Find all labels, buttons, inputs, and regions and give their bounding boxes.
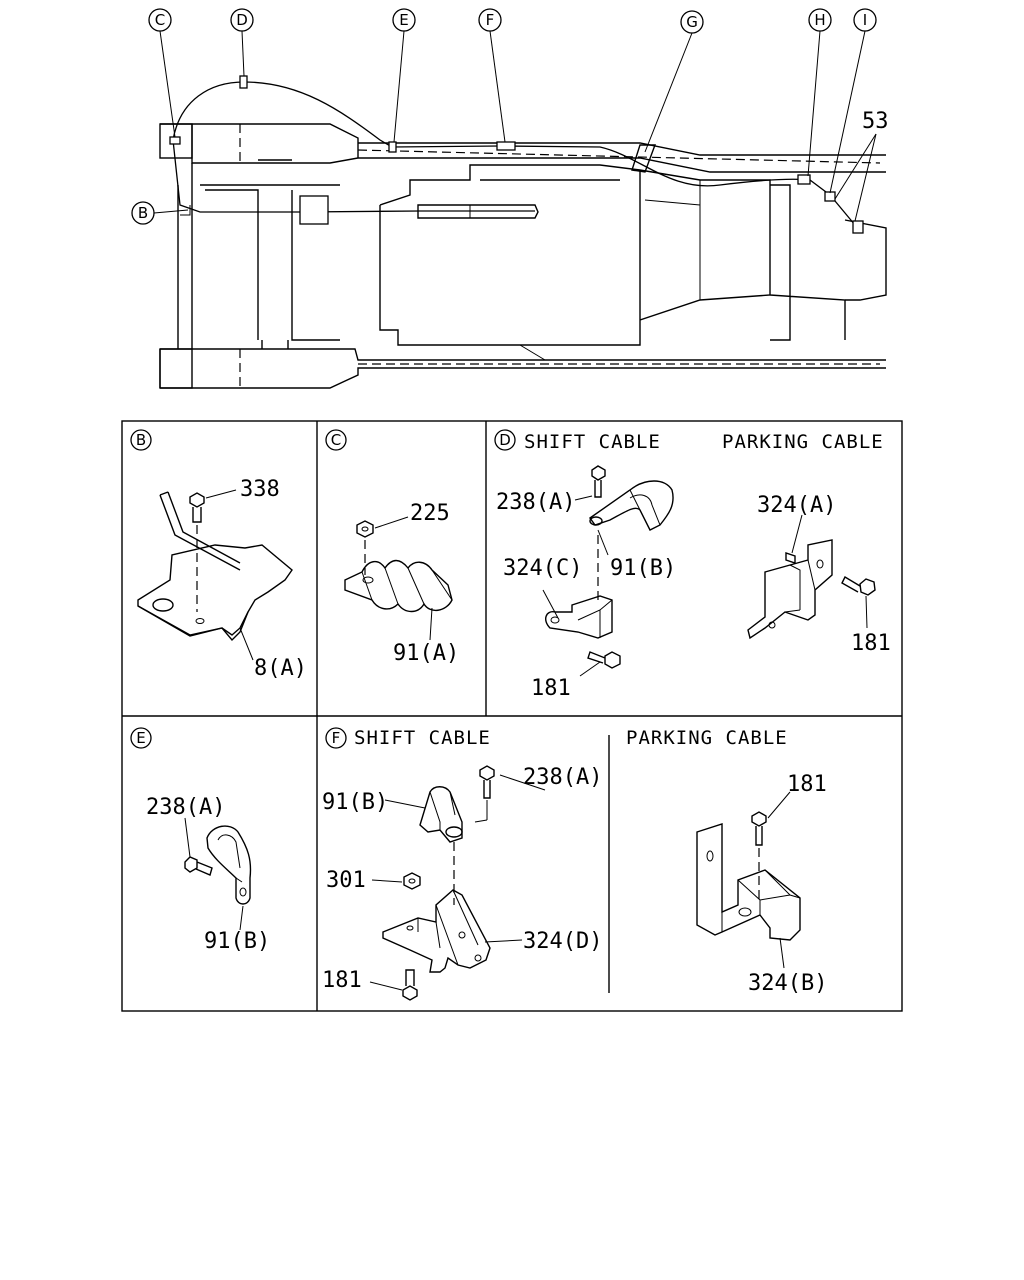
svg-text:C: C	[331, 431, 341, 449]
part-label-238A-D: 238(A)	[496, 490, 575, 515]
bracket-8A	[137, 544, 293, 636]
detail-grid	[121, 420, 903, 1012]
part-label-338: 338	[240, 477, 280, 502]
clamp-91B-E	[206, 825, 252, 905]
svg-text:H: H	[814, 11, 825, 29]
panel-F: F	[325, 727, 801, 1001]
svg-text:F: F	[486, 11, 495, 29]
clamp-91A	[344, 559, 453, 613]
part-label-91A: 91(A)	[393, 641, 459, 666]
bolt-181-D-right	[841, 576, 876, 596]
part-label-91B-D: 91(B)	[610, 556, 676, 581]
nut-301	[403, 872, 421, 890]
part-label-181-F-left: 181	[322, 968, 362, 993]
bolt-238A-E	[184, 856, 213, 876]
bolt-181-F-right	[751, 811, 767, 846]
bracket-324B	[696, 823, 801, 941]
panel-F-title-parking: PARKING CABLE	[626, 727, 788, 749]
part-label-91B-F: 91(B)	[322, 790, 388, 815]
callout-C: C	[148, 8, 172, 32]
bolt-181-D-left	[587, 651, 621, 669]
panel-D-title-parking: PARKING CABLE	[722, 431, 884, 453]
rod	[159, 491, 241, 571]
cross-member	[177, 159, 340, 349]
part-label-8A: 8(A)	[254, 656, 307, 681]
panel-C: C	[325, 429, 453, 641]
shift-cable	[172, 81, 856, 226]
front-hanger-upper	[159, 123, 193, 159]
part-label-324A: 324(A)	[757, 493, 836, 518]
callout-E: E	[392, 8, 416, 32]
bolt-238A-F	[479, 765, 495, 799]
part-label-225: 225	[410, 501, 450, 526]
svg-text:B: B	[136, 431, 146, 449]
bracket-324A	[747, 539, 833, 640]
panel-B: B	[130, 429, 293, 661]
bolt-238A-D	[591, 465, 606, 498]
overview-leaders	[153, 30, 877, 222]
part-label-324D: 324(D)	[523, 929, 602, 954]
callout-I: I	[853, 8, 877, 32]
svg-text:D: D	[499, 431, 511, 449]
svg-text:D: D	[236, 11, 248, 29]
nut-225	[356, 520, 374, 538]
part-label-181-F-right: 181	[787, 772, 827, 797]
callout-F: F	[478, 8, 502, 32]
svg-text:B: B	[138, 204, 148, 222]
part-label-53: 53	[862, 109, 889, 134]
callout-H: H	[808, 8, 832, 32]
panel-E: E	[130, 727, 252, 931]
callout-B: B	[131, 201, 155, 225]
clamp-91B-F	[419, 786, 463, 843]
part-label-238A-E: 238(A)	[146, 795, 225, 820]
svg-text:I: I	[863, 11, 867, 29]
svg-text:E: E	[136, 729, 145, 747]
svg-text:G: G	[686, 13, 698, 31]
chassis-overview	[159, 75, 887, 389]
bolt-181-F-left	[402, 969, 418, 1001]
rear-hanger-lower	[159, 348, 193, 389]
part-label-181-D-right: 181	[851, 631, 891, 656]
clamp-91B-D	[589, 480, 674, 531]
clip-G	[631, 144, 657, 173]
callout-G: G	[680, 10, 704, 34]
svg-text:F: F	[332, 729, 341, 747]
stud-324A	[785, 552, 796, 564]
part-label-324B: 324(B)	[748, 971, 827, 996]
bolt-338	[189, 492, 205, 523]
cable-bracket-B	[299, 195, 329, 225]
bracket-324D	[382, 889, 491, 973]
panel-D: D	[494, 429, 876, 677]
svg-text:C: C	[155, 11, 165, 29]
part-label-181-D-left: 181	[531, 676, 571, 701]
lower-frame-rail	[159, 348, 886, 389]
part-label-238A-F: 238(A)	[523, 765, 602, 790]
panel-F-title-shift: SHIFT CABLE	[354, 727, 491, 749]
callout-D: D	[230, 8, 254, 32]
part-label-301: 301	[326, 868, 366, 893]
part-label-91B-E: 91(B)	[204, 929, 270, 954]
svg-text:E: E	[399, 11, 408, 29]
transmission-body	[379, 164, 887, 346]
panel-D-title-shift: SHIFT CABLE	[524, 431, 661, 453]
part-label-324C: 324(C)	[503, 556, 582, 581]
